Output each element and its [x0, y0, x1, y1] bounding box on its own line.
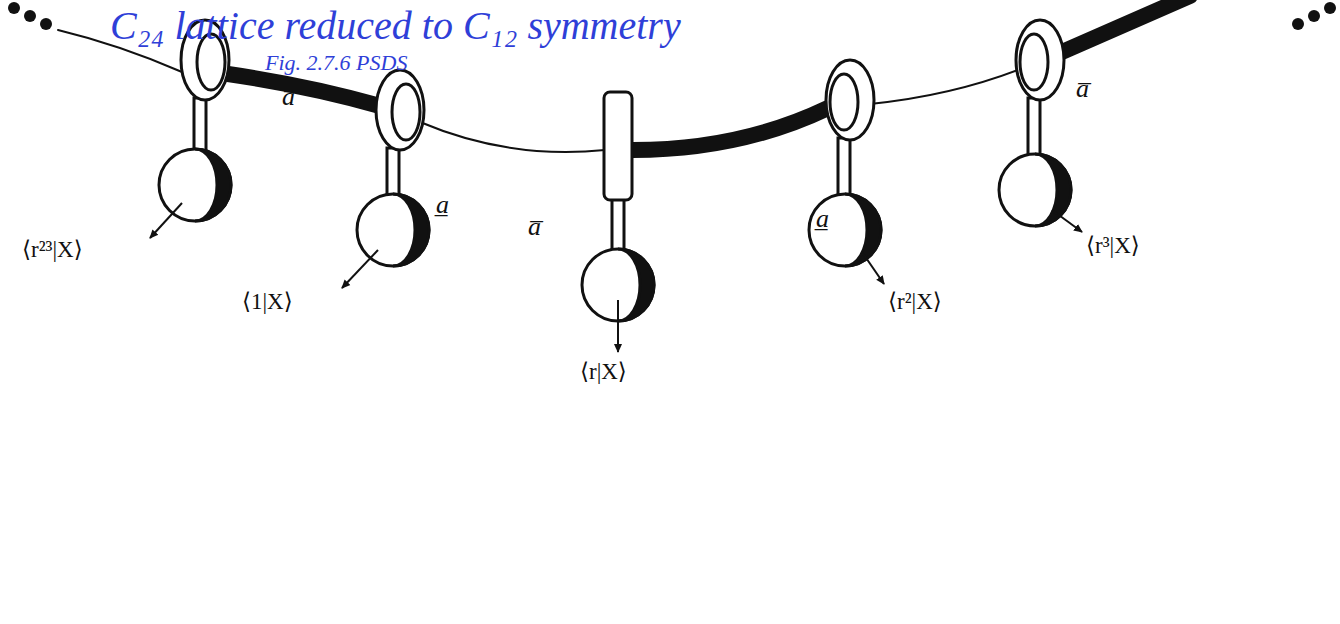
state-label: ⟨r²|X⟩ — [888, 288, 942, 315]
state-label: ⟨r³|X⟩ — [1086, 232, 1140, 259]
diagram-title: C₂₄ lattice reduced to C₁₂ symmetry — [110, 2, 681, 49]
bond-label: a̲ — [436, 190, 449, 220]
bond-label: a̅ — [1076, 74, 1089, 104]
bond-label: a̅ — [282, 82, 295, 112]
state-label: ⟨r|X⟩ — [580, 358, 627, 385]
figure-reference: Fig. 2.7.6 PSDS — [265, 50, 407, 76]
bond-label: a̲ — [816, 204, 829, 234]
state-label: ⟨r²³|X⟩ — [22, 236, 83, 263]
bond-label: a̅ — [528, 212, 541, 242]
state-label: ⟨1|X⟩ — [242, 288, 293, 315]
